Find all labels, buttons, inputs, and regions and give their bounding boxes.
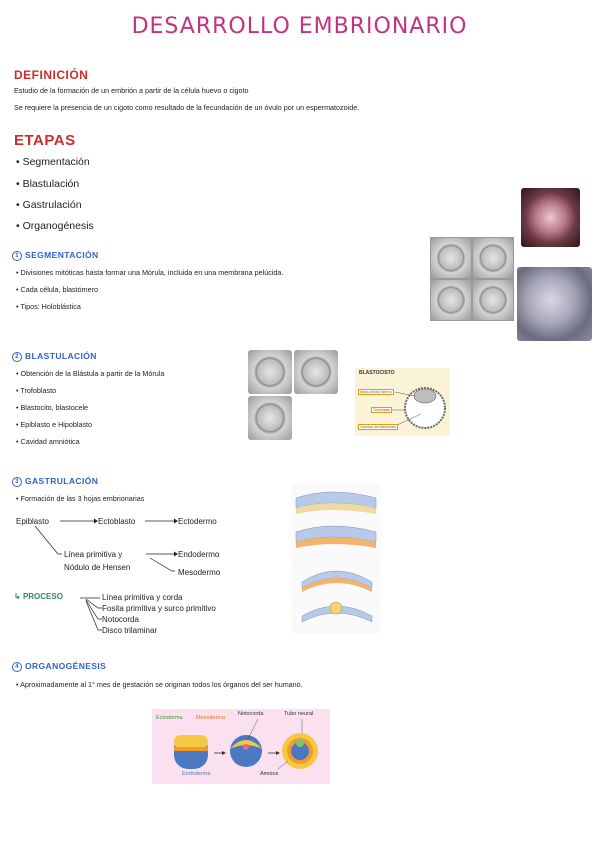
tree-root: Epiblasto: [16, 517, 49, 526]
proceso-item: Fosita primitiva y surco primitivo: [102, 604, 216, 613]
blastulacion-bullet: • Obtención de la Blástula a partir de l…: [16, 369, 165, 378]
definicion-line1: Estudio de la formación de un embrión a …: [14, 86, 249, 95]
morula-sem-photo: [517, 267, 592, 341]
blastocisto-label: Masa celular interna: [358, 389, 394, 395]
proceso-item: Disco trilaminar: [102, 626, 158, 635]
proceso-arrow-icon: ↳: [14, 592, 23, 601]
tree-mid: Ectoblasto: [98, 517, 136, 526]
etapas-heading: ETAPAS: [14, 132, 76, 149]
segmentacion-bullet: • Divisiones mitóticas hasta formar una …: [16, 268, 284, 277]
proceso-item: Línea primitiva y corda: [102, 593, 183, 602]
organ-label-endoderma: Endoderma: [182, 771, 211, 777]
cleavage-photo: [431, 280, 471, 320]
page-title: DESARROLLO EMBRIONARIO: [131, 14, 468, 39]
cleavage-photo: [431, 238, 471, 278]
blastulacion-bullet: • Trofoblasto: [16, 386, 57, 395]
segmentacion-bullet: • Cada célula, blastómero: [16, 285, 99, 294]
proceso-label: ↳ PROCESO: [14, 592, 63, 601]
etapa-item: • Segmentación: [16, 156, 90, 168]
section-number-badge: 2: [12, 351, 22, 362]
tree-branch-line2: Nódulo de Hensen: [64, 563, 131, 572]
tree-end: Ectodermo: [178, 517, 217, 526]
blastula-photo: [248, 350, 292, 394]
organ-label-tubo-neural: Tubo neural: [284, 711, 314, 717]
blastocisto-title: BLASTOCISTO: [359, 370, 395, 376]
blastulacion-bullet: • Cavidad amniótica: [16, 437, 80, 446]
tree-branch-line1: Línea primitiva y: [64, 550, 123, 559]
gastrulation-illustration: [292, 484, 380, 634]
organ-label-amnios: Amnios: [260, 771, 279, 777]
blastulacion-bullet: • Epiblasto e Hipoblasto: [16, 420, 93, 429]
segmentacion-heading-text: SEGMENTACIÓN: [25, 250, 99, 260]
definicion-line2: Se requiere la presencia de un cigoto co…: [14, 103, 360, 112]
etapa-item: • Gastrulación: [16, 199, 82, 211]
proceso-item: Notocorda: [102, 615, 139, 624]
section-number-badge: 4: [12, 661, 22, 672]
gastrulation-drawing: [295, 491, 377, 623]
section-number-badge: 3: [12, 476, 22, 487]
tree-connectors: [34, 518, 178, 631]
organogenesis-diagram: Ectoderma Mesoderma Notocorda Tubo neura…: [152, 709, 330, 784]
tree-sub2: Mesodermo: [178, 568, 221, 577]
tree-sub1: Endodermo: [178, 550, 220, 559]
cleavage-photo-grid: [430, 237, 514, 321]
organ-label-notocorda: Notocorda: [238, 711, 264, 717]
blastocisto-label: Trofoblasto: [371, 407, 393, 413]
organ-label-mesoderma: Mesoderma: [196, 715, 226, 721]
morula-photo: [521, 188, 580, 247]
etapa-item: • Blastulación: [16, 178, 80, 190]
cleavage-photo: [473, 280, 513, 320]
blastulacion-bullet: • Blastocito, blastocele: [16, 403, 89, 412]
blastula-photo: [248, 396, 292, 440]
gastrulacion-bullet: • Formación de las 3 hojas embrionarias: [16, 494, 145, 503]
organogenesis-bullet: • Aproximadamente al 1° mes de gestación…: [16, 680, 303, 689]
cleavage-photo: [473, 238, 513, 278]
blastocisto-label: Cavidad del blastocisto: [358, 424, 398, 430]
definicion-heading: DEFINICIÓN: [14, 68, 89, 82]
gastrulacion-heading-text: GASTRULACIÓN: [25, 476, 99, 486]
proceso-label-text: PROCESO: [22, 592, 63, 601]
organogenesis-heading-text: ORGANOGÉNESIS: [25, 661, 107, 671]
blastulacion-heading-text: BLASTULACIÓN: [25, 351, 97, 361]
segmentacion-bullet: • Tipos: Holoblástica: [16, 302, 81, 311]
blastula-photo: [294, 350, 338, 394]
organogenesis-drawing: [174, 718, 318, 770]
organ-label-ectoderma: Ectoderma: [156, 715, 183, 721]
blastocisto-diagram: BLASTOCISTO Masa celular interna Trofobl…: [355, 368, 450, 436]
blastocisto-drawing: [391, 387, 446, 429]
section-number-badge: 1: [12, 250, 22, 261]
etapa-item: • Organogénesis: [16, 220, 94, 232]
